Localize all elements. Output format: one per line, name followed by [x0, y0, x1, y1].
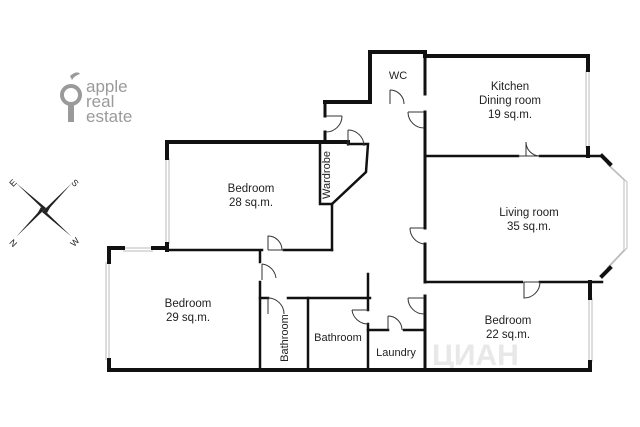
area-kitchen: 19 sq.m. — [488, 109, 532, 121]
label-bathroom-small: Bathroom — [279, 314, 291, 362]
compass-east: E — [7, 177, 18, 188]
compass-rose: E S N W — [7, 177, 81, 249]
watermark: ЦИАН — [432, 339, 519, 372]
door-bathroom — [351, 309, 369, 325]
label-bedroom-right: Bedroom — [485, 315, 532, 327]
label-bathroom: Bathroom — [314, 332, 362, 344]
door-corridor-top — [325, 115, 343, 133]
area-bedroom-left: 29 sq.m. — [166, 312, 210, 324]
label-kitchen-sub: Dining room — [479, 95, 541, 107]
door-wc — [389, 89, 405, 105]
door-kitchen — [407, 111, 425, 129]
door-laundry — [387, 315, 403, 331]
walls — [107, 50, 613, 372]
label-kitchen: Kitchen — [491, 81, 529, 93]
door-living-bedroom — [523, 281, 541, 299]
door-kitchen-living — [518, 141, 541, 157]
door-wardrobe — [347, 129, 365, 147]
area-bedroom-top: 28 sq.m. — [229, 197, 273, 209]
logo-word-real: real — [86, 92, 114, 111]
label-bedroom-left: Bedroom — [165, 298, 212, 310]
label-wardrobe: Wardrobe — [321, 151, 333, 199]
label-laundry: Laundry — [376, 347, 416, 359]
door-bedroom-top — [267, 235, 284, 251]
brand-logo: apple real estate — [60, 72, 132, 126]
logo-word-estate: estate — [86, 107, 132, 126]
logo-icon — [60, 72, 82, 122]
door-living — [409, 227, 425, 245]
label-wc: WC — [389, 70, 407, 82]
compass-north: N — [7, 237, 19, 249]
label-bedroom-top: Bedroom — [228, 183, 275, 195]
area-bedroom-right: 22 sq.m. — [486, 329, 530, 341]
label-living: Living room — [499, 207, 558, 219]
door-bedroom-right — [407, 297, 425, 315]
area-living: 35 sq.m. — [507, 221, 551, 233]
windows — [105, 70, 628, 362]
compass-west: W — [68, 235, 81, 248]
compass-south: S — [69, 177, 80, 188]
logo-word-apple: apple — [86, 77, 128, 96]
door-bathroom-small — [267, 297, 285, 315]
door-bedroom-left — [261, 263, 277, 280]
room-labels: WC Kitchen Dining room 19 sq.m. Bedroom … — [165, 70, 559, 362]
doors — [261, 89, 541, 331]
